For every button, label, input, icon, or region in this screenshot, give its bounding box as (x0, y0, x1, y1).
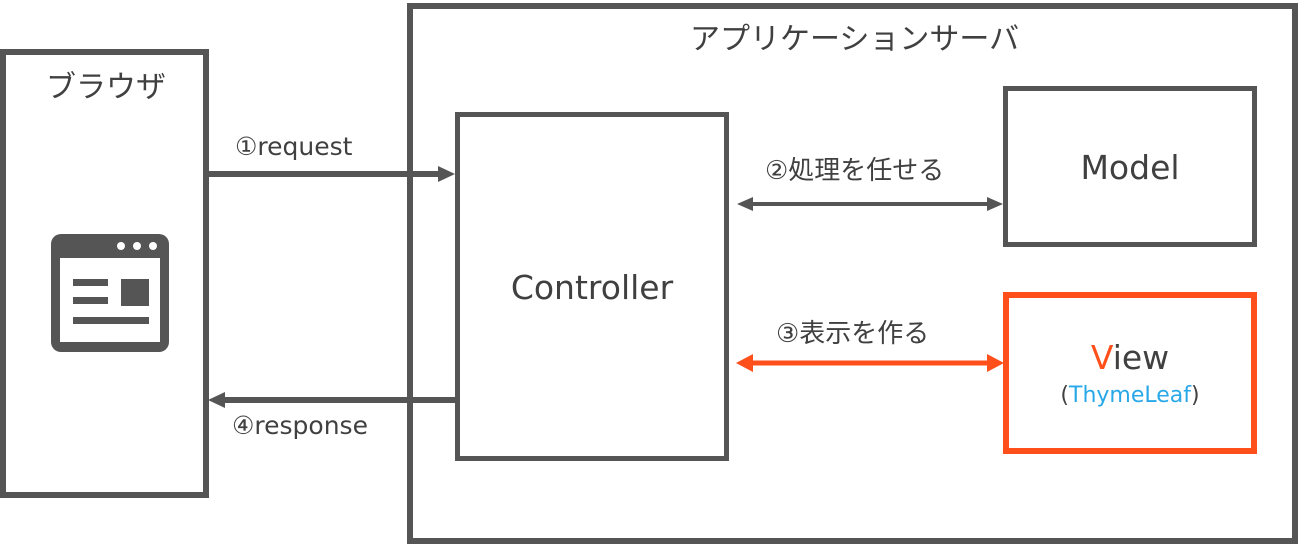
view-label-rest: iew (1112, 338, 1170, 377)
render-label: ③表示を作る (776, 319, 930, 349)
model-box (1003, 86, 1257, 247)
browser-title: ブラウザ (46, 70, 166, 105)
view-box (1003, 292, 1257, 454)
render-arrow (736, 354, 1004, 372)
browser-box (0, 49, 209, 498)
view-engine: (ThymeLeaf) (1003, 383, 1257, 408)
delegate-label: ②処理を任せる (765, 156, 945, 186)
paren-close: ) (1191, 383, 1200, 408)
response-arrow (208, 392, 455, 408)
delegate-arrow (737, 197, 1003, 211)
controller-box (455, 112, 729, 461)
request-label: ①request (235, 132, 353, 161)
thymeleaf-label: ThymeLeaf (1069, 383, 1191, 408)
response-label: ④response (232, 411, 368, 440)
view-label: View (1003, 338, 1257, 377)
controller-label: Controller (510, 268, 674, 307)
app-server-box (407, 3, 1298, 544)
request-arrow (208, 166, 455, 182)
paren-open: ( (1060, 383, 1069, 408)
app-server-title: アプリケーションサーバ (690, 22, 1020, 57)
model-label: Model (1080, 148, 1180, 187)
browser-window-icon (51, 234, 169, 352)
view-label-v: V (1090, 338, 1113, 377)
